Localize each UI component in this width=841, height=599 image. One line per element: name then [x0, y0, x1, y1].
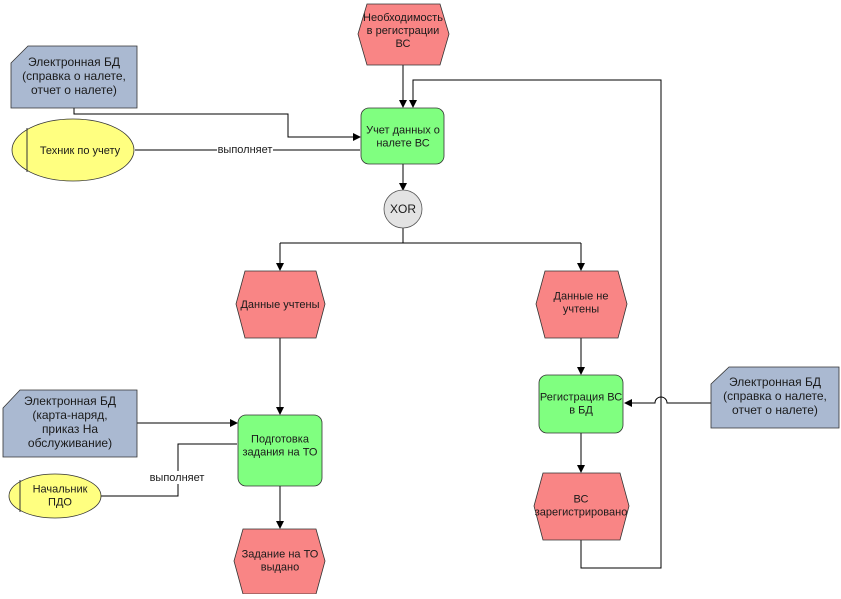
label-line: задания на ТО	[243, 447, 318, 459]
document-shape	[710, 366, 840, 429]
document-db-top[interactable]: Электронная БД(справка о налете,отчет о …	[10, 45, 138, 109]
label-line: приказ На	[42, 422, 98, 436]
function-shape	[360, 107, 445, 165]
label-line: Учет данных о	[366, 125, 440, 137]
role-shape	[11, 118, 135, 182]
label-line: в БД	[569, 405, 593, 417]
edge-xor-left	[280, 242, 581, 270]
label-line: отчет о налете)	[732, 403, 818, 417]
xor-shape	[383, 189, 423, 229]
edge-registered-loop	[409, 79, 662, 569]
edge-dbtop-to-record	[73, 108, 361, 141]
label-line: Подготовка	[251, 434, 310, 446]
label-line: Электронная БД	[729, 375, 821, 389]
label-line: зарегистрировано	[535, 507, 628, 519]
edge-label-bg	[147, 471, 207, 484]
label-line: Данные учтены	[240, 299, 319, 311]
label-line: Регистрация ВС	[540, 392, 622, 404]
label-line: учтены	[563, 304, 599, 316]
label-line: налете ВС	[376, 138, 429, 150]
role-technician[interactable]: Техник по учету	[11, 118, 135, 182]
label-line: обслуживание)	[28, 436, 112, 450]
document-shape	[2, 389, 138, 458]
xor-operator[interactable]: XOR	[383, 189, 423, 229]
label-line: ВС	[396, 38, 411, 50]
label-line: выдано	[261, 562, 299, 574]
label-line: в регистрации	[367, 25, 440, 37]
edge-label-performs-2: выполняет	[150, 472, 205, 484]
document-shape	[10, 45, 138, 109]
edge-label-bg	[217, 143, 273, 156]
function-shape	[538, 374, 624, 434]
event-shape	[535, 270, 628, 339]
event-shape	[357, 3, 450, 66]
label-line: Необходимость	[363, 12, 443, 24]
connectors	[73, 65, 711, 569]
event-shape	[235, 270, 326, 339]
label-line: ПДО	[48, 497, 72, 509]
edge-dbright-to-register	[624, 396, 711, 407]
label-line: Начальник	[33, 484, 88, 496]
event-data-recorded-label: Данные учтены	[240, 299, 319, 311]
label-line: Электронная БД	[28, 55, 120, 69]
label-line: (справка о налете,	[723, 389, 827, 403]
role-technician-label: Техник по учету	[40, 145, 121, 157]
label-line: ВС	[574, 494, 589, 506]
edge-label-performs-1: выполняет	[218, 144, 273, 156]
label-line: Электронная БД	[24, 394, 116, 408]
document-db-right[interactable]: Электронная БД(справка о налете,отчет о …	[710, 366, 840, 429]
label-line: Данные не	[554, 291, 609, 303]
label-line: Техник по учету	[40, 145, 121, 157]
edge-chief-performs	[100, 443, 237, 497]
event-data-recorded[interactable]: Данные учтены	[235, 270, 326, 339]
label-line: отчет о налете)	[31, 83, 117, 97]
label-line: (справка о налете,	[22, 69, 126, 83]
function-shape	[237, 414, 323, 487]
xor-label: XOR	[390, 202, 416, 216]
label-line: (карта-наряд,	[32, 408, 107, 422]
label-line: Задание на ТО	[242, 549, 319, 561]
event-shape	[533, 472, 630, 541]
document-db-top-label: Электронная БД(справка о налете,отчет о …	[22, 55, 126, 97]
document-db-right-label: Электронная БД(справка о налете,отчет о …	[723, 375, 827, 417]
role-shape	[8, 473, 102, 519]
